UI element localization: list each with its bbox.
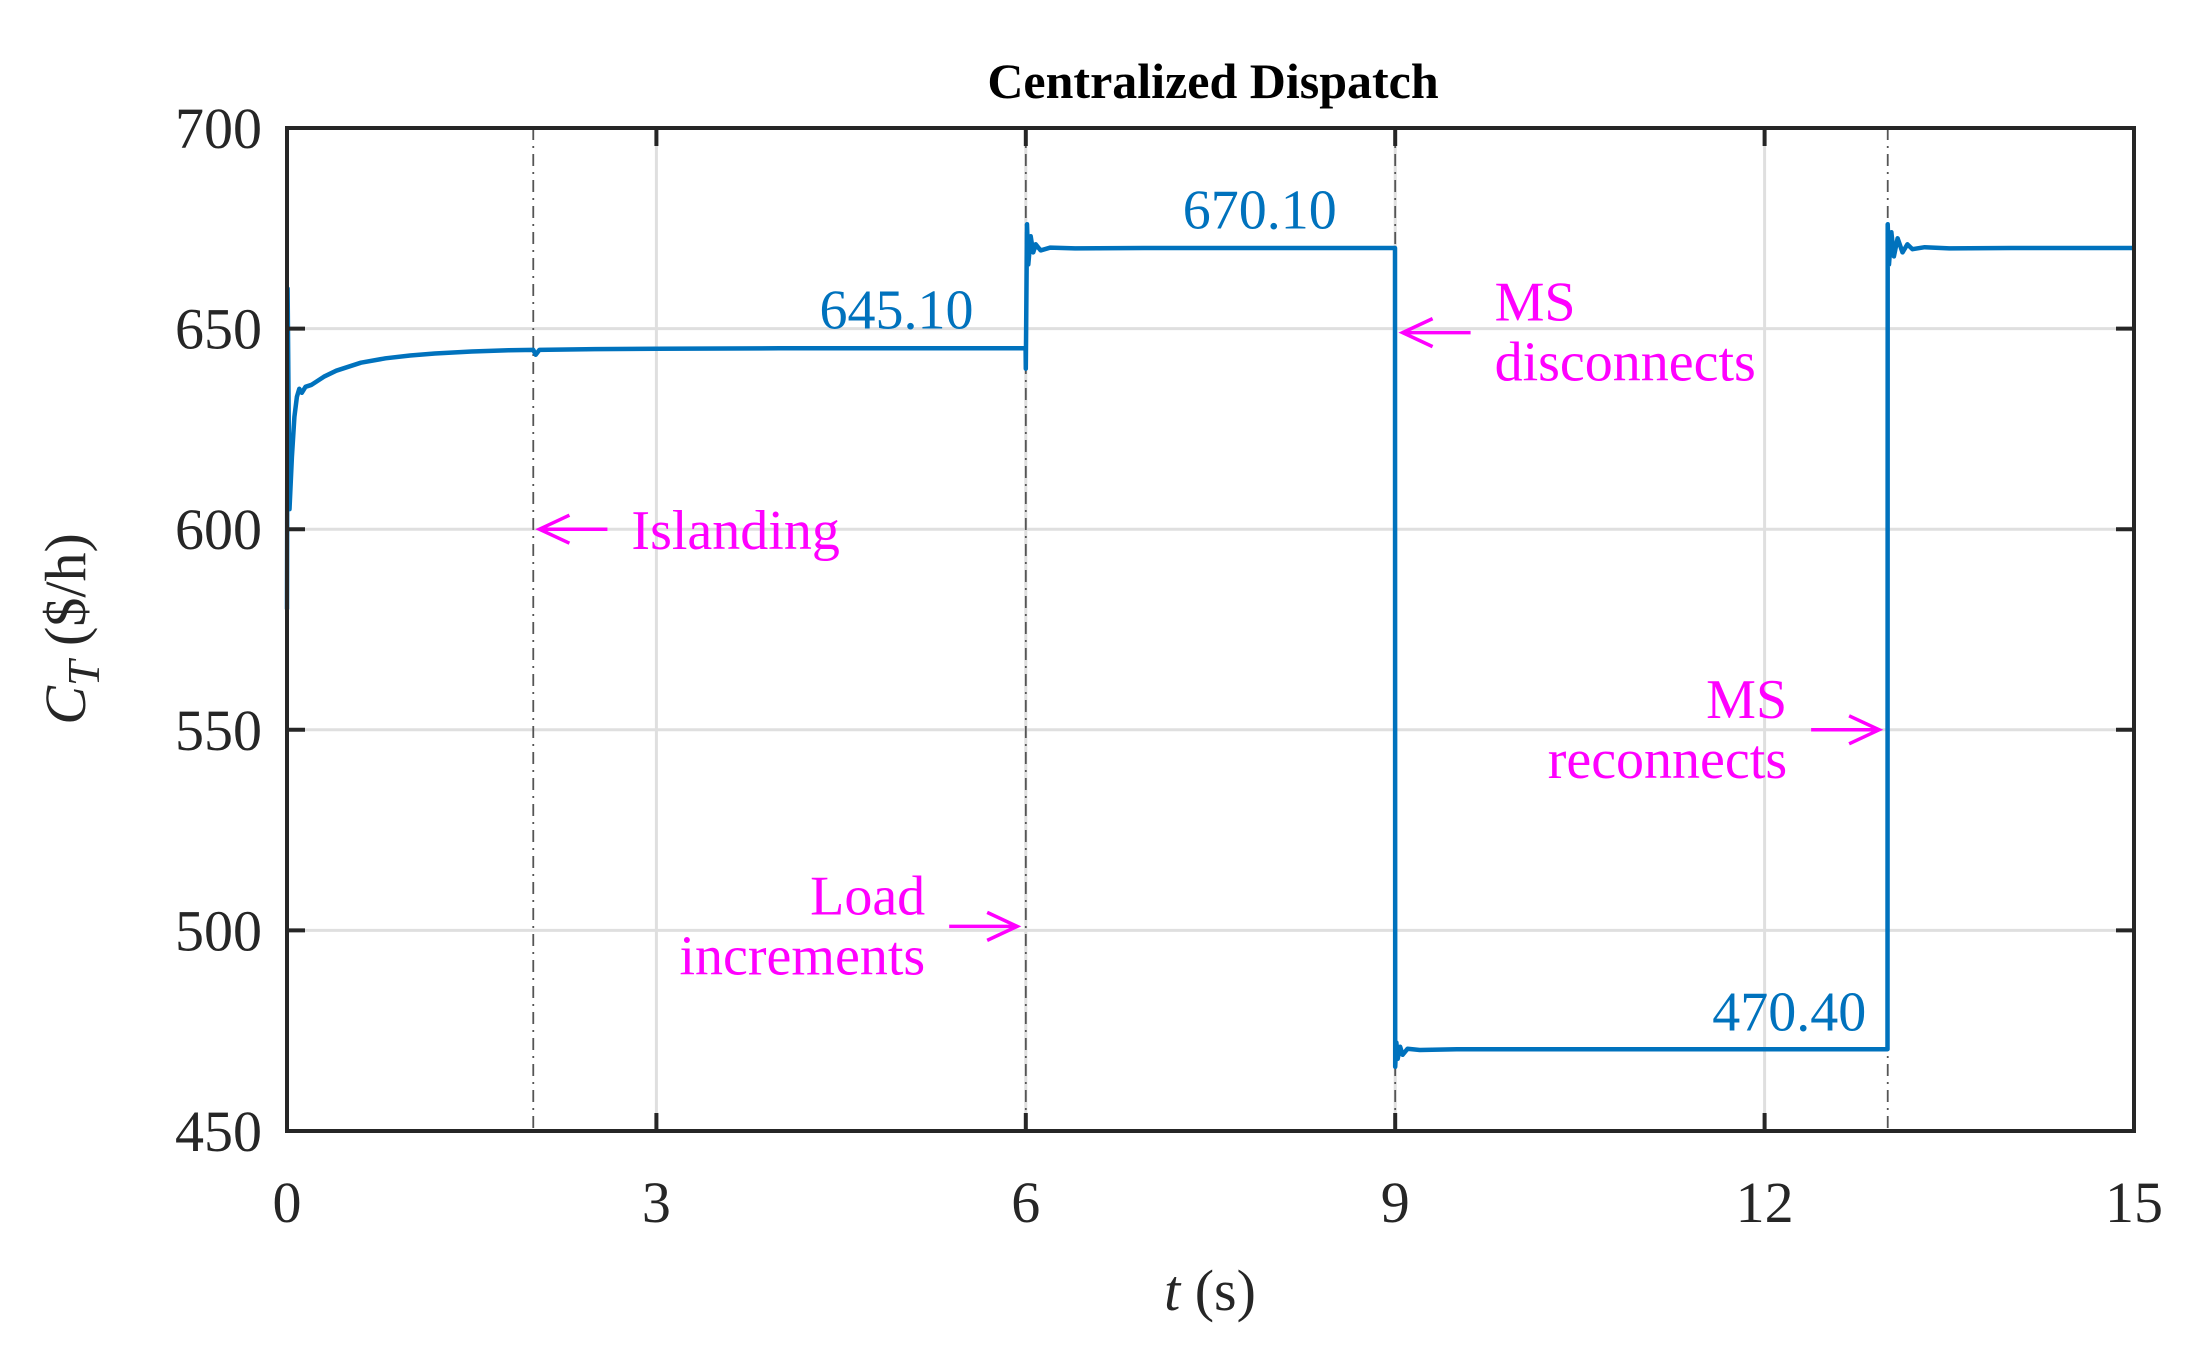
annotation-text: increments bbox=[679, 925, 925, 987]
plot-frame bbox=[285, 126, 2136, 1133]
x-tick-label: 9 bbox=[1381, 1170, 1410, 1235]
series-layer bbox=[284, 222, 2134, 1070]
x-axis-label: t (s) bbox=[1164, 1258, 1256, 1323]
annotation-text: Load bbox=[810, 865, 925, 927]
y-tick-label: 500 bbox=[175, 898, 262, 963]
annotations: IslandingLoadincrementsMSdisconnectsMSre… bbox=[535, 272, 1884, 987]
x-axis-unit: (s) bbox=[1180, 1258, 1256, 1323]
x-tick-label: 3 bbox=[642, 1170, 671, 1235]
grid bbox=[285, 126, 2136, 1133]
x-tick-label: 6 bbox=[1011, 1170, 1040, 1235]
annotation: Islanding bbox=[535, 500, 840, 562]
x-tick-label: 12 bbox=[1736, 1170, 1794, 1235]
y-tick-label: 700 bbox=[175, 96, 262, 161]
series-line bbox=[284, 222, 2134, 1070]
annotation-text: MS bbox=[1706, 669, 1787, 731]
arrow-head bbox=[535, 513, 571, 545]
ticks: 0 3 6 9 12 15 450 500 550 600 650 700 bbox=[175, 96, 2163, 1235]
x-tick-label: 15 bbox=[2105, 1170, 2163, 1235]
y-tick-label: 550 bbox=[175, 698, 262, 763]
y-axis-sub: T bbox=[58, 657, 109, 686]
value-labels: 645.10 670.10 470.40 bbox=[820, 179, 1867, 1043]
y-tick-label: 450 bbox=[175, 1099, 262, 1164]
y-axis-unit: ($/h) bbox=[33, 533, 98, 660]
y-tick-label: 600 bbox=[175, 497, 262, 562]
y-tick-label: 650 bbox=[175, 297, 262, 362]
value-label: 645.10 bbox=[820, 280, 974, 342]
annotation-text: MS bbox=[1495, 272, 1576, 334]
y-axis-var: C bbox=[33, 685, 98, 725]
value-label: 670.10 bbox=[1183, 179, 1337, 241]
y-axis-label: CT ($/h) bbox=[33, 533, 109, 725]
x-axis-var: t bbox=[1164, 1258, 1182, 1323]
x-tick-label: 0 bbox=[273, 1170, 302, 1235]
value-label: 470.40 bbox=[1712, 982, 1866, 1044]
annotation-text: disconnects bbox=[1495, 332, 1756, 394]
annotation-text: reconnects bbox=[1548, 729, 1787, 791]
chart-title: Centralized Dispatch bbox=[987, 53, 1439, 109]
annotation-text: Islanding bbox=[631, 500, 839, 562]
